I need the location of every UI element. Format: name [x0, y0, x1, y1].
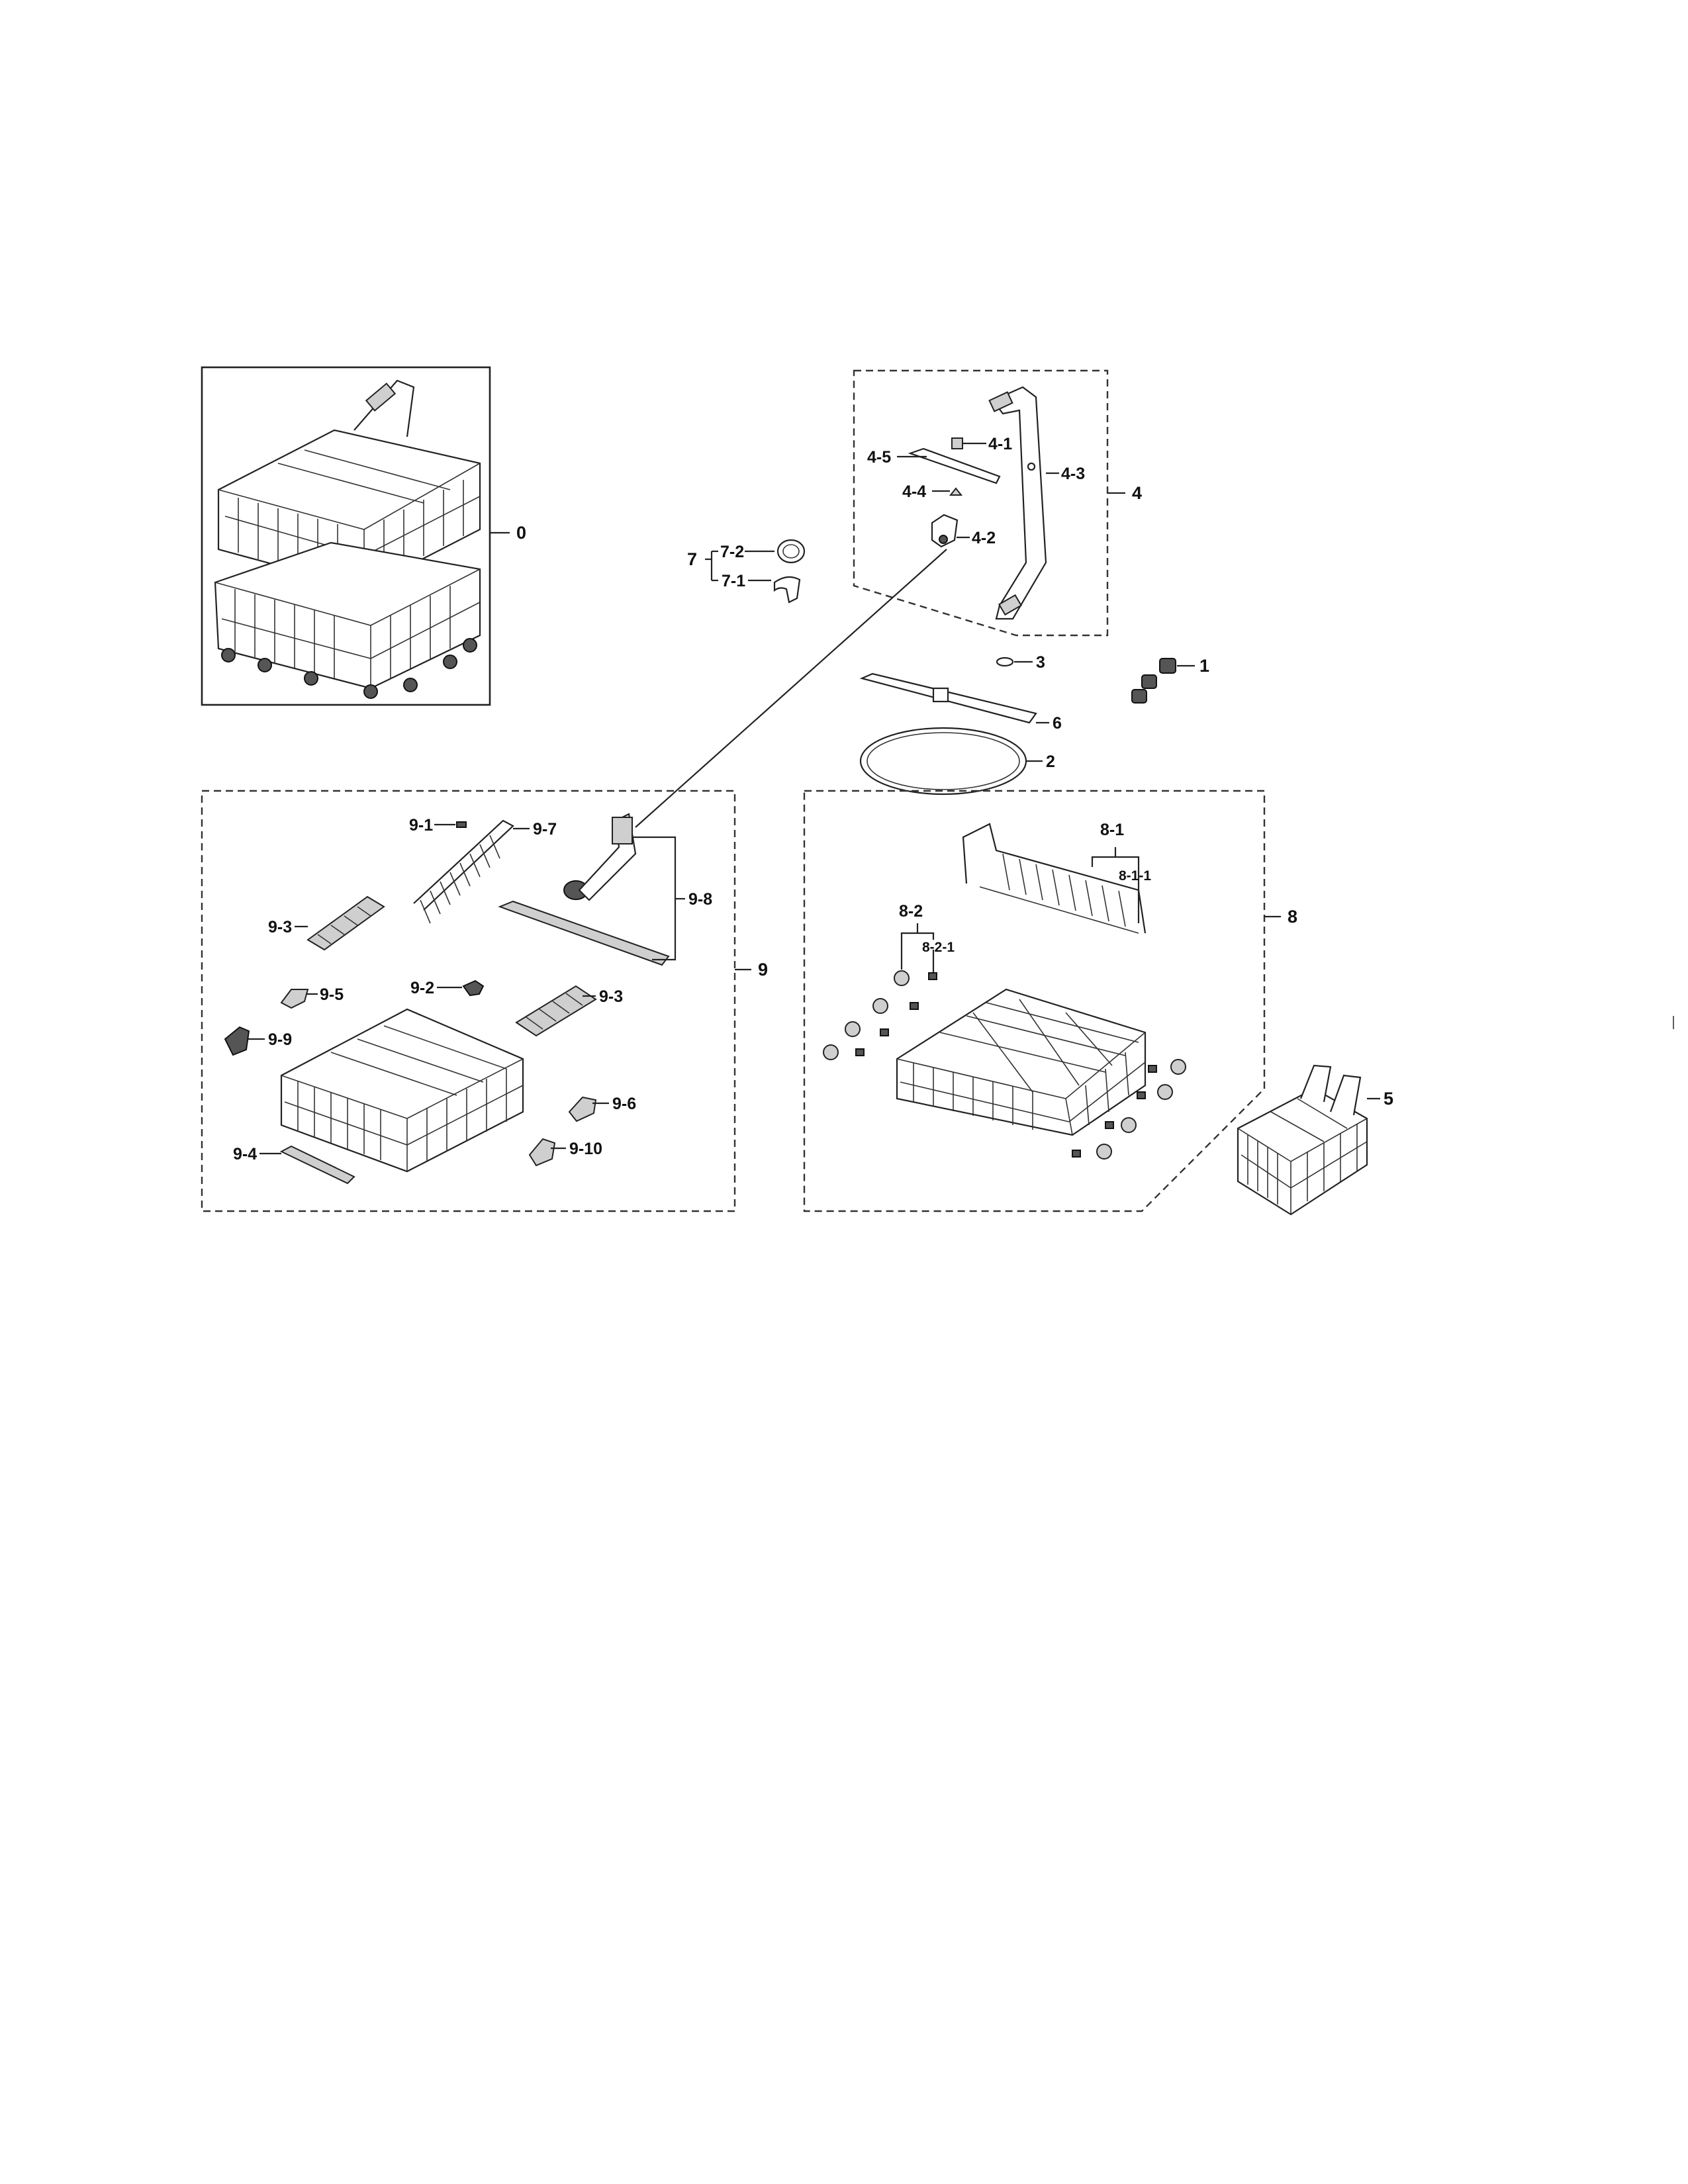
callout-8-2-1: 8-2-1 — [922, 940, 955, 955]
part-7-2 — [776, 539, 806, 564]
gasket-3 — [996, 657, 1014, 667]
callout-8-1: 8-1 — [1100, 821, 1124, 839]
callout-9-10: 9-10 — [569, 1140, 602, 1158]
holder-4-2 — [931, 514, 959, 548]
callout-2: 2 — [1046, 752, 1055, 771]
callout-4-3: 4-3 — [1061, 465, 1085, 483]
part-9-8 — [498, 813, 670, 966]
knob-1b — [1141, 674, 1157, 689]
callout-3: 3 — [1036, 653, 1045, 672]
part-9-4 — [279, 1145, 355, 1185]
part-9-3-right — [515, 985, 597, 1037]
callout-8: 8 — [1288, 907, 1297, 927]
connection-line — [635, 549, 947, 828]
part-2: 2 — [859, 727, 1055, 796]
knob-1c — [1131, 689, 1147, 704]
callout-4-2: 4-2 — [972, 529, 996, 547]
part-8-1 — [962, 823, 1147, 934]
callout-9-2: 9-2 — [410, 979, 434, 997]
middle-spray-arm — [859, 672, 1037, 724]
callout-9-3-left: 9-3 — [268, 918, 292, 936]
part-9-10 — [528, 1138, 556, 1167]
callout-4-1: 4-1 — [988, 435, 1012, 453]
part-3: 3 — [996, 653, 1045, 672]
callout-9-7: 9-7 — [533, 820, 557, 839]
callout-9-8: 9-8 — [688, 890, 712, 909]
group-4-upper-spray-arm: 4-1 4-5 4-4 4-3 4-2 4 — [853, 369, 1142, 637]
callout-1: 1 — [1199, 656, 1209, 676]
ring-2 — [859, 727, 1027, 796]
callout-0: 0 — [516, 523, 526, 543]
callout-8-2: 8-2 — [899, 902, 923, 921]
callout-9-5: 9-5 — [320, 985, 344, 1004]
callout-9-6: 9-6 — [612, 1095, 636, 1113]
callout-6: 6 — [1053, 714, 1062, 733]
group-8-frame — [803, 790, 1266, 1212]
part-1: 1 — [1131, 656, 1209, 704]
lower-rack-illustration — [896, 988, 1147, 1136]
upper-spray-arm-illustration — [908, 447, 1001, 484]
part-9-9 — [224, 1026, 250, 1056]
part-9-5 — [280, 989, 309, 1009]
group-9-upper-rack: 9-1 9-7 9-3 — [201, 790, 768, 1212]
group-0-rack-assembly: 0 — [201, 366, 526, 706]
callout-5: 5 — [1383, 1089, 1393, 1109]
group-4-frame — [853, 369, 1109, 637]
callout-9-3-right: 9-3 — [599, 987, 623, 1006]
callout-7-1: 7-1 — [722, 572, 745, 590]
callout-4-4: 4-4 — [902, 482, 926, 501]
part-9-3-left — [306, 895, 385, 951]
group-7: 7 7-2 7-1 — [687, 539, 806, 604]
knob-1a — [1159, 658, 1176, 674]
callout-9: 9 — [758, 960, 768, 979]
rack-assembly-illustration — [214, 379, 481, 699]
callout-7: 7 — [687, 549, 697, 569]
callout-9-9: 9-9 — [268, 1030, 292, 1049]
callout-4: 4 — [1132, 483, 1142, 503]
part-9-1 — [456, 821, 467, 828]
part-7-1 — [773, 576, 801, 604]
callout-9-4: 9-4 — [233, 1145, 257, 1163]
lower-rack-wheels — [823, 970, 1186, 1160]
upper-rack-illustration — [280, 1008, 524, 1173]
callout-4-5: 4-5 — [867, 448, 891, 467]
callout-8-1-1: 8-1-1 — [1119, 868, 1151, 884]
group-8-lower-rack: 8-1 8-1-1 8-2 8-2-1 — [803, 790, 1297, 1212]
supply-pipe-illustration — [992, 386, 1047, 620]
callout-7-2: 7-2 — [720, 543, 744, 561]
nut-4-1 — [951, 437, 963, 449]
group-9-frame — [201, 790, 736, 1212]
part-9-2 — [462, 979, 485, 997]
part-5-cutlery-basket: 5 — [1237, 1064, 1393, 1216]
part-9-6 — [568, 1096, 597, 1122]
cap-4-4 — [949, 487, 963, 496]
part-9-7 — [413, 819, 514, 924]
callout-9-1: 9-1 — [409, 816, 433, 835]
group-0-frame — [201, 366, 491, 706]
part-6: 6 — [859, 672, 1062, 733]
